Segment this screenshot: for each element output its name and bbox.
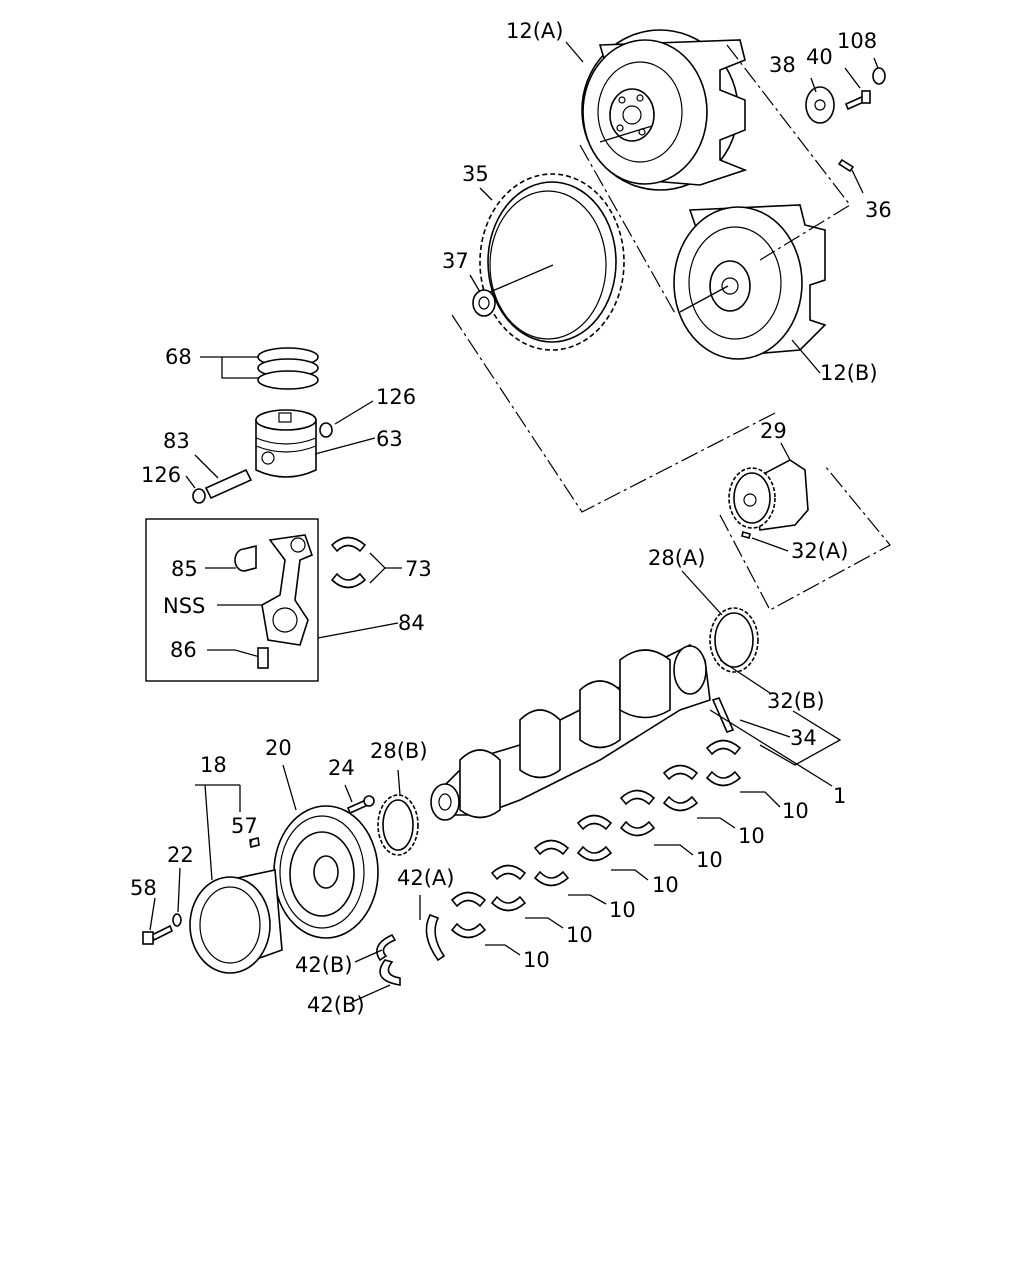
crankshaft-1 [430, 644, 711, 821]
label-12a: 12(A) [506, 19, 563, 43]
label-57: 57 [231, 814, 258, 838]
label-126-top: 126 [376, 385, 416, 409]
pin-36 [837, 158, 855, 173]
rod-bolt-86 [234, 647, 269, 669]
label-10-b: 10 [738, 824, 765, 848]
dowel-34 [711, 697, 735, 733]
bushing-85 [234, 544, 257, 572]
connecting-rod-box [145, 518, 319, 682]
pulley-18 [189, 869, 283, 974]
label-nss: NSS [163, 594, 205, 618]
bolt-40 [844, 90, 871, 111]
thrust-washer-42b [379, 959, 401, 986]
label-10-a: 10 [782, 799, 809, 823]
group-lines [451, 44, 891, 611]
o-ring-108 [872, 67, 886, 85]
ring-gear-35 [479, 173, 625, 351]
timing-gear-29 [728, 459, 809, 531]
label-40: 40 [806, 45, 833, 69]
label-34: 34 [790, 726, 817, 750]
label-35: 35 [462, 162, 489, 186]
piston-rings-68 [257, 347, 319, 390]
label-63: 63 [376, 427, 403, 451]
snap-ring-126 [319, 422, 333, 438]
label-84: 84 [398, 611, 425, 635]
label-24: 24 [328, 756, 355, 780]
bearing-37 [472, 289, 496, 317]
crank-gear-28b [377, 794, 419, 856]
label-29: 29 [760, 419, 787, 443]
label-38: 38 [769, 53, 796, 77]
label-12b: 12(B) [820, 361, 878, 385]
label-68: 68 [165, 345, 192, 369]
flywheel-12b [673, 204, 827, 360]
label-37: 37 [442, 249, 469, 273]
label-10-e: 10 [609, 898, 636, 922]
label-108: 108 [837, 29, 877, 53]
label-85: 85 [171, 557, 198, 581]
label-86: 86 [170, 638, 197, 662]
label-10-c: 10 [696, 848, 723, 872]
connecting-rod [261, 534, 314, 646]
rod-bearing-73 [330, 536, 367, 589]
washer-22 [172, 913, 182, 927]
label-28b: 28(B) [370, 739, 428, 763]
label-42a: 42(A) [397, 866, 454, 890]
snap-ring-126 [192, 488, 206, 504]
piston-63 [255, 409, 317, 478]
part-labels: 12(A) 108 38 40 35 36 37 12(B) 68 126 83… [130, 19, 892, 1017]
label-18: 18 [200, 753, 227, 777]
label-73: 73 [405, 557, 432, 581]
label-10-g: 10 [523, 948, 550, 972]
label-1: 1 [833, 784, 846, 808]
key-32a [741, 531, 751, 539]
label-42b-upper: 42(B) [295, 953, 353, 977]
thrust-washer-42a [425, 913, 446, 962]
label-126-bottom: 126 [141, 463, 181, 487]
label-28a: 28(A) [648, 546, 705, 570]
label-58: 58 [130, 876, 157, 900]
piston-pin-83 [204, 468, 253, 500]
label-20: 20 [265, 736, 292, 760]
thrust-washer-42b [376, 933, 397, 962]
leader-lines [149, 41, 879, 1003]
plate-38 [805, 86, 835, 124]
flywheel-12a [581, 29, 748, 191]
bolt-24 [346, 795, 375, 815]
label-22: 22 [167, 843, 194, 867]
label-10-f: 10 [566, 923, 593, 947]
label-32a: 32(A) [791, 539, 848, 563]
label-36: 36 [865, 198, 892, 222]
crank-gear-28a [709, 607, 759, 673]
label-10-d: 10 [652, 873, 679, 897]
damper-pulley-20 [273, 805, 379, 939]
label-32b: 32(B) [767, 689, 825, 713]
label-42b-lower: 42(B) [307, 993, 365, 1017]
bolt-58 [142, 924, 174, 945]
main-bearings-10 [450, 739, 742, 939]
label-83: 83 [163, 429, 190, 453]
